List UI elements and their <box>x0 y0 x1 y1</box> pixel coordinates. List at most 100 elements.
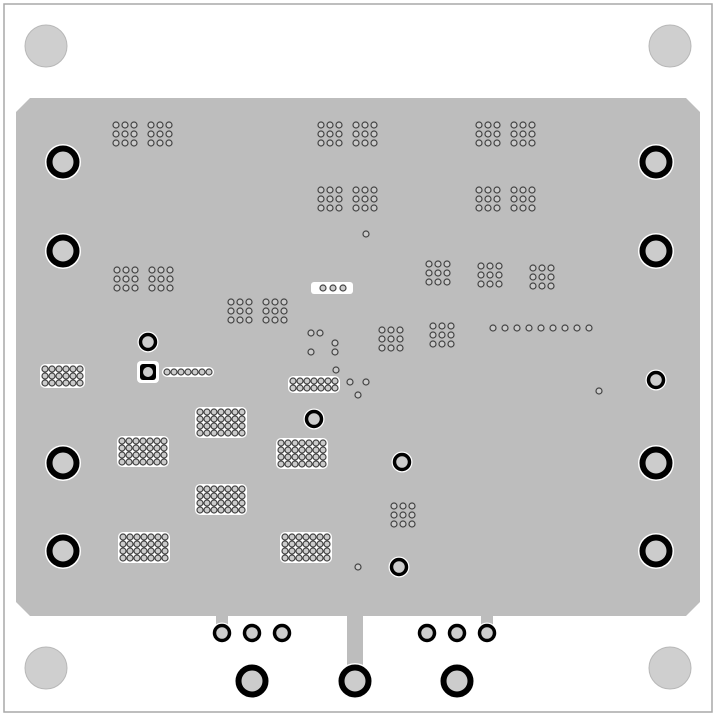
via-icon <box>125 451 133 459</box>
via-icon <box>227 307 235 315</box>
via-icon <box>335 121 343 129</box>
via-icon <box>125 437 133 445</box>
via-icon <box>133 533 141 541</box>
via-icon <box>352 121 360 129</box>
via-icon <box>352 130 360 138</box>
via-icon <box>160 451 168 459</box>
via-icon <box>119 540 127 548</box>
via-icon <box>119 533 127 541</box>
through-hole-pad-icon <box>392 452 412 472</box>
via-icon <box>288 533 296 541</box>
through-hole-pad-icon <box>646 370 666 390</box>
via-icon <box>493 195 501 203</box>
via-icon <box>438 331 446 339</box>
via-icon <box>160 444 168 452</box>
via-icon <box>288 554 296 562</box>
via-icon <box>238 415 246 423</box>
via-icon <box>486 280 494 288</box>
via-icon <box>510 186 518 194</box>
via-icon <box>547 282 555 290</box>
via-icon <box>434 278 442 286</box>
via-icon <box>139 458 147 466</box>
via-icon <box>475 195 483 203</box>
via-icon <box>132 444 140 452</box>
via-icon <box>438 340 446 348</box>
via-icon <box>362 230 370 238</box>
through-hole-pad-icon <box>304 409 324 429</box>
via-icon <box>425 269 433 277</box>
through-hole-pad-icon <box>338 664 372 698</box>
via-icon <box>163 368 171 376</box>
via-icon <box>443 260 451 268</box>
via-icon <box>331 384 339 392</box>
via-icon <box>119 547 127 555</box>
via-icon <box>339 284 347 292</box>
via-icon <box>154 533 162 541</box>
via-icon <box>198 368 206 376</box>
via-icon <box>245 307 253 315</box>
via-icon <box>262 298 270 306</box>
via-icon <box>231 492 239 500</box>
via-icon <box>147 139 155 147</box>
via-icon <box>224 506 232 514</box>
via-icon <box>475 204 483 212</box>
via-icon <box>326 186 334 194</box>
via-icon <box>317 195 325 203</box>
via-icon <box>203 429 211 437</box>
via-icon <box>139 451 147 459</box>
via-icon <box>329 284 337 292</box>
via-icon <box>166 284 174 292</box>
via-icon <box>210 499 218 507</box>
via-icon <box>231 422 239 430</box>
through-hole-pad-icon <box>447 623 467 643</box>
via-icon <box>153 458 161 466</box>
via-icon <box>147 554 155 562</box>
via-icon <box>217 422 225 430</box>
via-icon <box>217 492 225 500</box>
via-icon <box>55 372 63 380</box>
via-icon <box>370 130 378 138</box>
via-icon <box>112 121 120 129</box>
via-icon <box>231 415 239 423</box>
via-icon <box>113 275 121 283</box>
via-icon <box>361 204 369 212</box>
via-icon <box>331 339 339 347</box>
via-icon <box>217 415 225 423</box>
via-icon <box>538 282 546 290</box>
via-icon <box>160 458 168 466</box>
via-icon <box>537 324 545 332</box>
via-icon <box>146 458 154 466</box>
via-icon <box>477 262 485 270</box>
via-icon <box>139 444 147 452</box>
via-icon <box>519 204 527 212</box>
via-icon <box>312 439 320 447</box>
via-icon <box>486 271 494 279</box>
via-icon <box>312 446 320 454</box>
via-icon <box>217 485 225 493</box>
via-icon <box>196 506 204 514</box>
via-icon <box>493 204 501 212</box>
via-icon <box>519 195 527 203</box>
via-icon <box>130 130 138 138</box>
via-icon <box>280 316 288 324</box>
via-icon <box>528 121 536 129</box>
via-icon <box>76 379 84 387</box>
via-icon <box>231 506 239 514</box>
via-icon <box>399 502 407 510</box>
via-icon <box>510 195 518 203</box>
via-icon <box>307 329 315 337</box>
via-icon <box>396 335 404 343</box>
via-icon <box>118 451 126 459</box>
via-icon <box>585 324 593 332</box>
via-icon <box>510 121 518 129</box>
via-icon <box>203 492 211 500</box>
via-icon <box>277 439 285 447</box>
via-icon <box>370 204 378 212</box>
via-icon <box>335 204 343 212</box>
via-icon <box>408 520 416 528</box>
via-icon <box>529 273 537 281</box>
via-icon <box>323 533 331 541</box>
via-icon <box>495 262 503 270</box>
via-icon <box>121 121 129 129</box>
drill <box>143 367 153 377</box>
